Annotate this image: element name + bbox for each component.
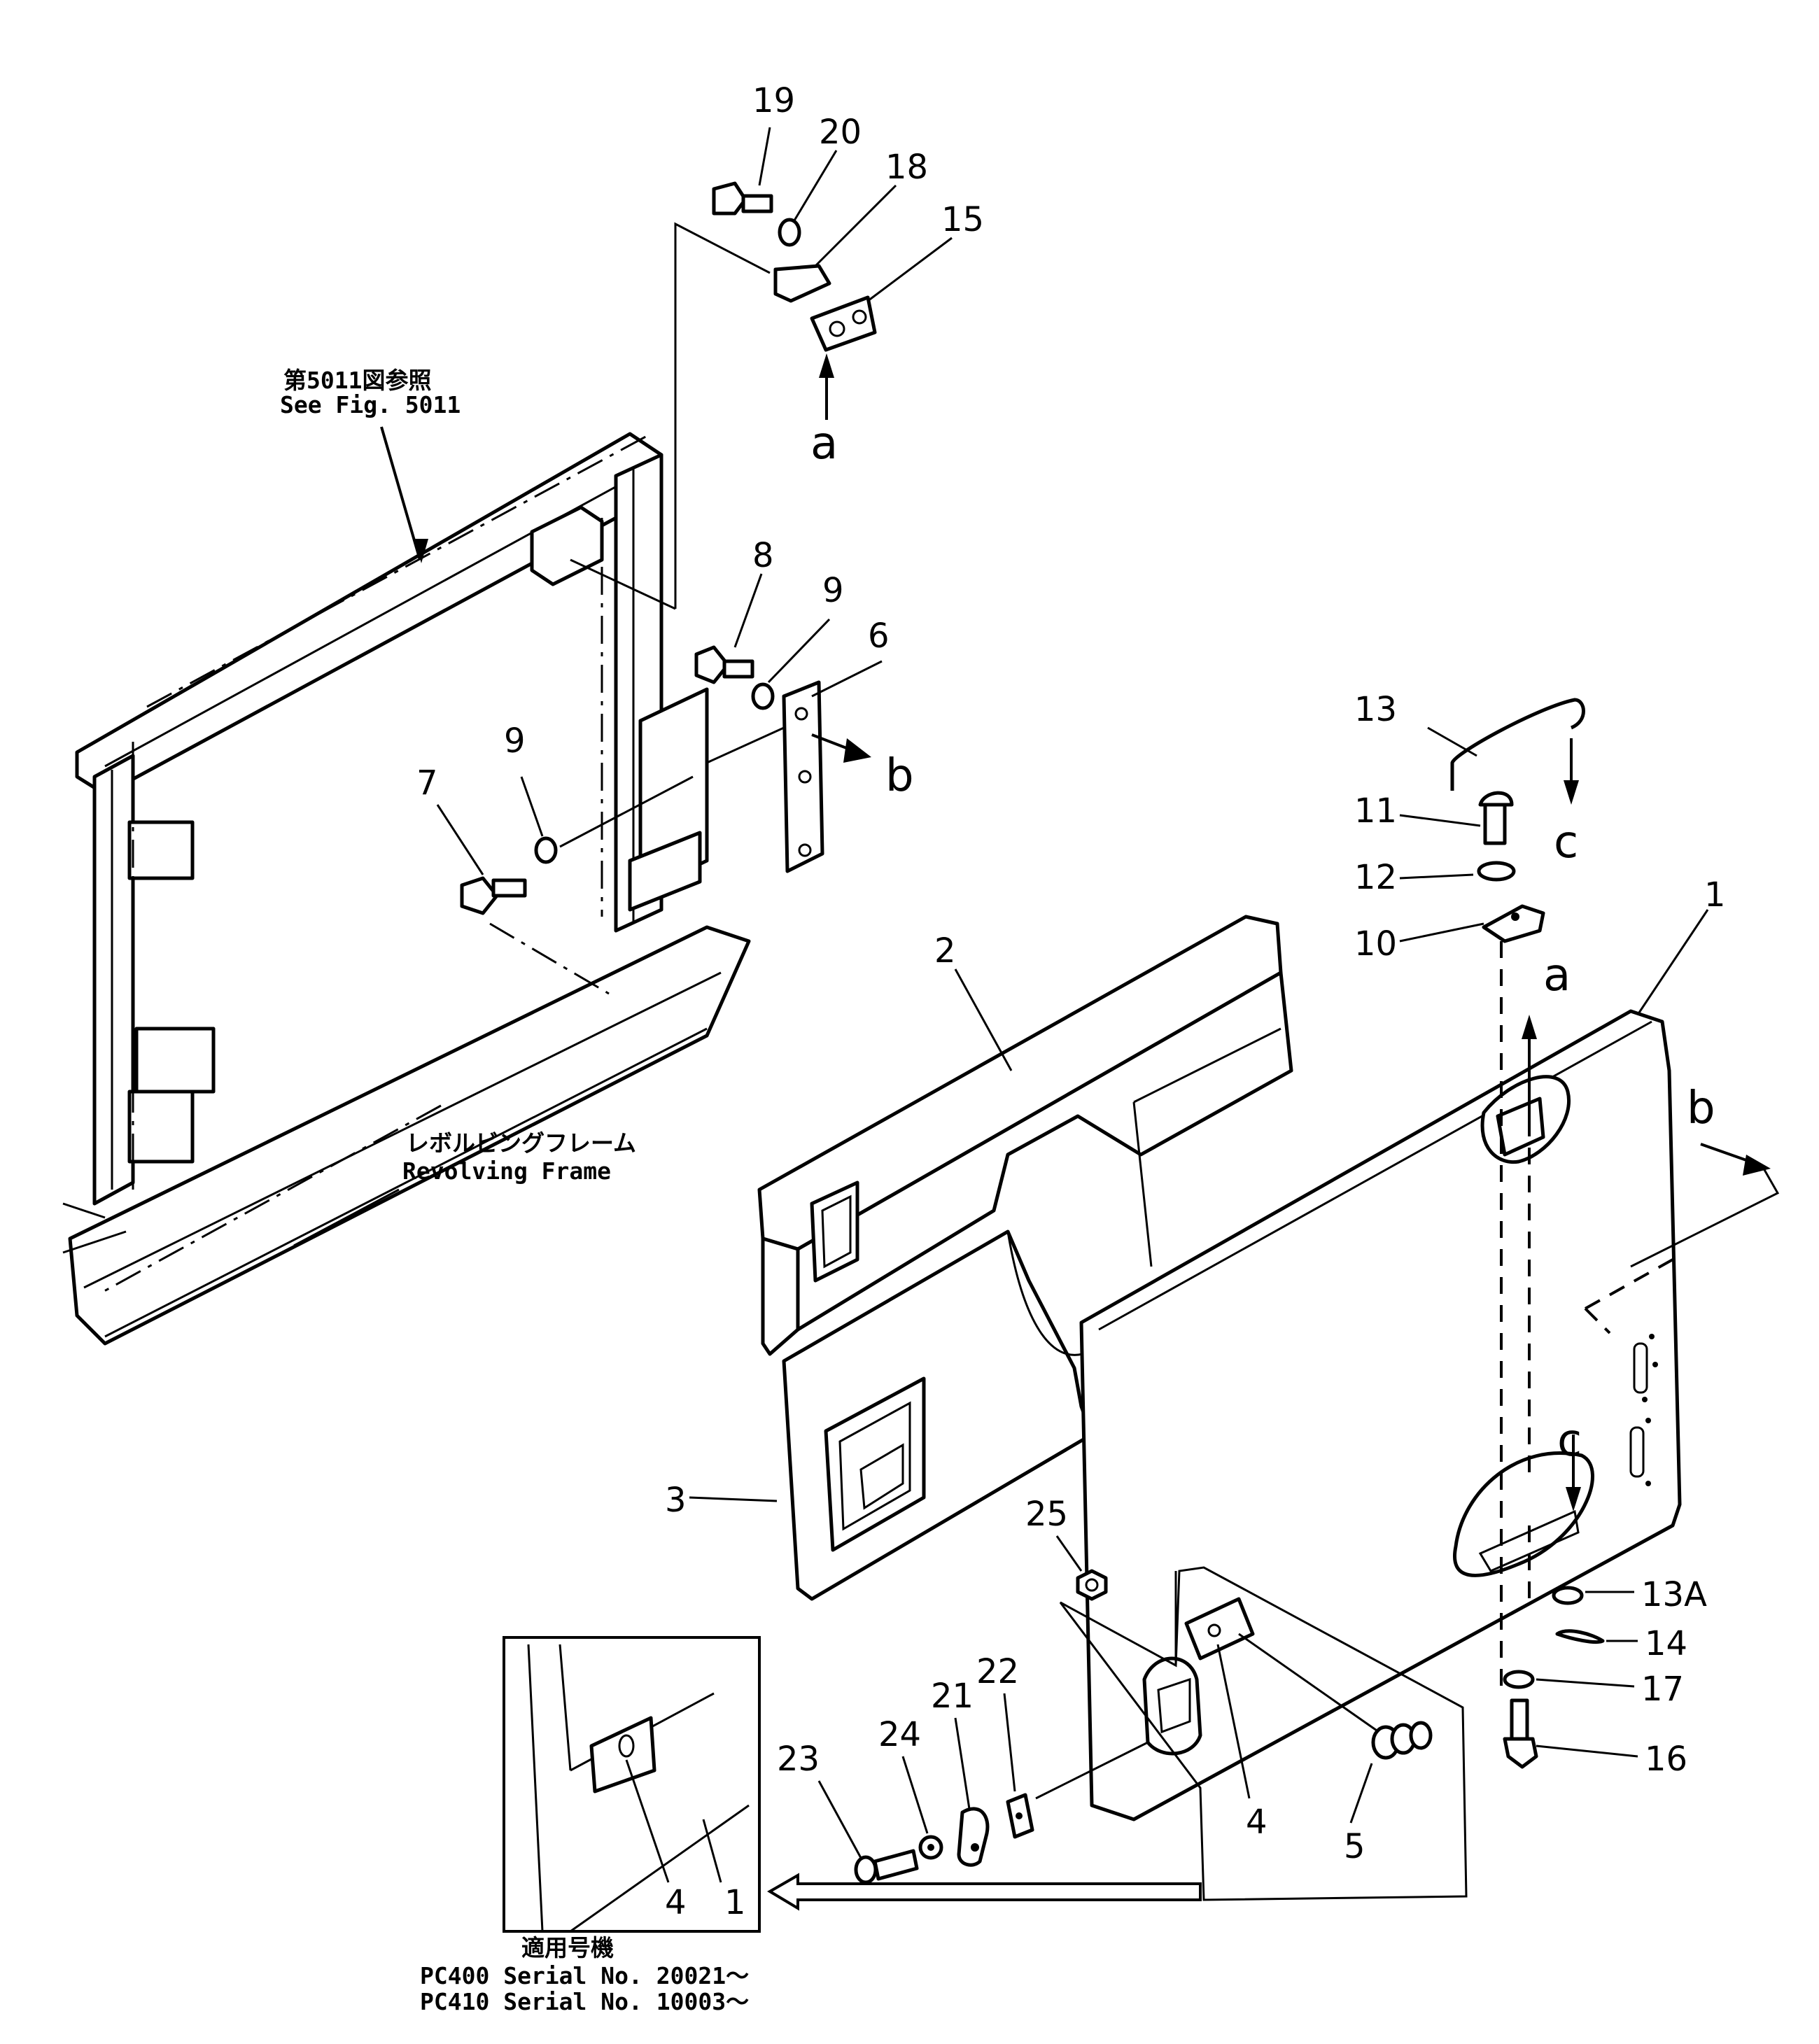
callout-20: 20 [819,113,862,152]
callout-22: 22 [976,1652,1019,1691]
callout-leaders [436,127,1709,1883]
callout-15: 15 [941,200,984,239]
fig-ref-leader [380,426,421,561]
view-b-arrow-right [1630,1143,1780,1268]
bolt-23 [854,1849,919,1884]
callout-4: 4 [1246,1803,1267,1842]
callout-5: 5 [1344,1827,1365,1866]
inset-detail [503,1636,761,1933]
fig-ref-arrowhead [414,539,428,563]
callout-8: 8 [752,536,774,575]
callout-7: 7 [416,763,438,803]
view-b-hinge: b [885,750,914,802]
callout-14: 14 [1645,1624,1687,1663]
hinge-plate-6 [782,680,824,873]
bolt-11 [1478,791,1514,845]
inset-arrow [767,1873,1202,1911]
washer-9-upper [751,682,775,710]
callout-17: 17 [1641,1670,1684,1709]
cover-3 [782,1229,1094,1601]
frame-label: レボルビングフレーム Revolving Frame [402,1129,636,1185]
washer-9-lower [534,836,558,864]
center-guides [1500,738,1581,1693]
nut-25 [1076,1569,1108,1601]
plate-22 [1006,1793,1034,1839]
fig-reference: 第5011図参照 See Fig. 5011 [280,367,461,418]
callout-9-upper: 9 [822,571,844,610]
hinge-15 [810,295,877,352]
cover-2 [757,915,1293,1356]
washer-20 [778,218,801,247]
top-hinge-assembly [570,181,877,610]
washer-13a [1552,1586,1584,1605]
callout-12: 12 [1354,858,1397,897]
applicable-jp: 適用号機 [521,1934,614,1961]
view-c-top: c [1554,817,1578,868]
fig-ref-en: See Fig. 5011 [280,391,461,418]
view-a-top: a [810,418,838,470]
callout-19: 19 [752,81,795,120]
callout-10: 10 [1354,924,1397,964]
callout-numbers: 19 20 18 15 8 9 6 9 7 13 11 12 10 1 2 3 … [416,81,1726,1922]
plate-18 [773,264,831,303]
washer-12 [1477,861,1516,882]
bolt-16 [1503,1698,1538,1769]
view-a-door: a [1543,950,1571,1001]
fig-ref-jp: 第5011図参照 [283,367,431,394]
frame-label-en: Revolving Frame [402,1157,611,1185]
callout-13a: 13A [1641,1575,1707,1614]
applicability-note: 適用号機 PC410 Serial No. 10003～ PC400 Seria… [420,1934,749,2015]
frame-label-jp: レボルビングフレーム [406,1129,636,1157]
inset-callout-4: 4 [665,1883,687,1922]
rod-13 [1450,698,1585,791]
lock-5 [1371,1721,1433,1760]
revolving-frame [62,432,751,1346]
view-b-door: b [1687,1083,1715,1134]
callout-21: 21 [931,1677,974,1716]
callout-2: 2 [934,931,956,971]
pin-14 [1555,1629,1605,1644]
view-letters: a b c a b c [810,418,1715,1467]
inset-callout-1: 1 [724,1883,746,1922]
callout-1: 1 [1704,875,1726,915]
washer-17 [1503,1670,1535,1689]
lock-detail [1059,1566,1468,1901]
callout-3: 3 [665,1481,687,1520]
applicable-line-2: PC410 Serial No. 10003～ [420,1988,749,2015]
frame-label-leader [293,1188,400,1247]
side-hinge-assembly [460,645,871,915]
callout-6: 6 [868,616,890,656]
bolt-7 [460,876,527,915]
lockwasher-24 [918,1835,943,1860]
view-c-door: c [1557,1415,1582,1467]
callout-18: 18 [885,148,928,187]
bolt-8 [694,645,754,684]
callout-24: 24 [878,1715,921,1754]
callout-13: 13 [1354,690,1397,729]
callout-9-lower: 9 [504,721,526,761]
callout-25: 25 [1025,1495,1068,1534]
applicable-line-1: PC400 Serial No. 20021～ [420,1962,749,1989]
cam-21 [957,1807,990,1867]
bolt-19 [712,181,773,216]
callout-16: 16 [1645,1740,1687,1779]
callout-23: 23 [777,1740,820,1779]
bracket-10 [1482,904,1545,943]
lock-parts-leader [1035,1741,1149,1800]
callout-11: 11 [1354,791,1397,831]
